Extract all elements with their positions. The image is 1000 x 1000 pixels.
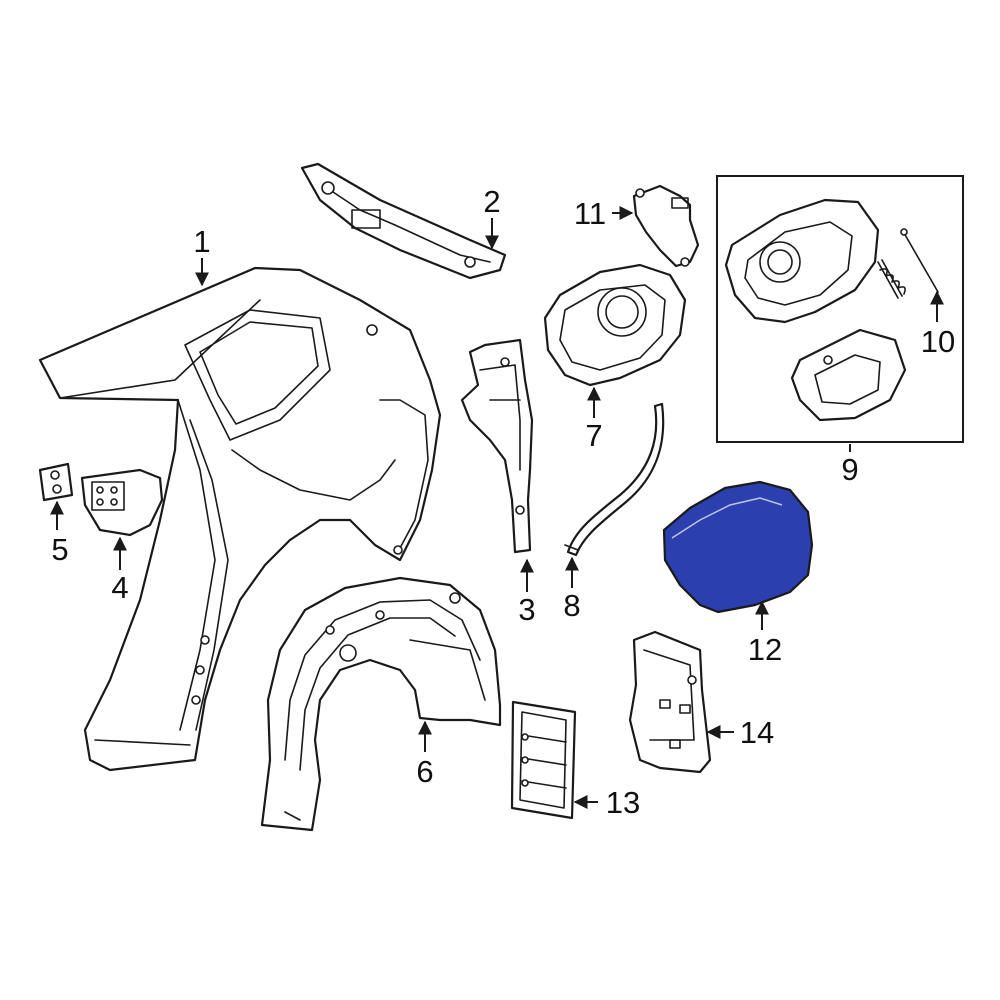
bracket-part-3[interactable]	[460, 338, 534, 554]
drain-hose-part-8[interactable]	[564, 402, 665, 557]
bracket-part-4[interactable]	[80, 468, 164, 537]
filler-assembly-part-9[interactable]	[724, 198, 907, 422]
callout-13: 13	[606, 785, 640, 820]
callout-2: 2	[483, 184, 500, 219]
upper-rail-part-2[interactable]	[300, 162, 507, 280]
fuel-door-part-12[interactable]	[662, 480, 814, 614]
actuator-part-11[interactable]	[632, 184, 700, 268]
callout-8: 8	[563, 588, 580, 623]
callout-3: 3	[518, 592, 535, 627]
plate-part-5[interactable]	[38, 462, 74, 502]
callout-1: 1	[193, 224, 210, 259]
leader-lines	[50, 206, 944, 809]
quarter-panel-part-1[interactable]	[38, 266, 442, 772]
callout-10: 10	[921, 324, 955, 359]
callout-4: 4	[111, 570, 128, 605]
callout-14: 14	[740, 715, 774, 750]
callout-labels: 1 2 3 4 5 6 7 8 9 10 11 12 13 14	[51, 184, 955, 820]
callout-6: 6	[416, 754, 433, 789]
callout-11: 11	[574, 196, 606, 231]
callout-9: 9	[841, 452, 858, 487]
assembly-box-part-9	[716, 175, 964, 443]
vent-part-13[interactable]	[510, 700, 577, 820]
callout-7: 7	[585, 418, 602, 453]
wheelhouse-liner-part-6[interactable]	[260, 576, 502, 832]
callout-5: 5	[51, 532, 68, 567]
spring-part-10[interactable]	[877, 228, 939, 299]
panel-part-14[interactable]	[628, 630, 712, 774]
fuel-door-housing-part-7[interactable]	[543, 263, 687, 387]
callout-12: 12	[748, 632, 782, 667]
